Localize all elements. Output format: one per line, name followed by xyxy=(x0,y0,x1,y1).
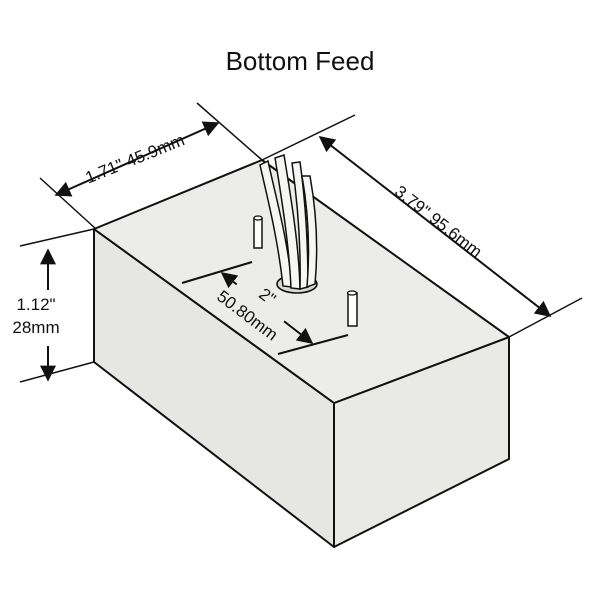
height-label-mm: 28mm xyxy=(12,318,59,337)
mounting-pin-left xyxy=(253,215,263,249)
length-label: 3.79" 95.6mm xyxy=(391,182,486,262)
height-label-in: 1.12" xyxy=(16,295,55,314)
diagram-title: Bottom Feed xyxy=(226,46,375,76)
mounting-pin-right xyxy=(346,290,358,327)
height-dimension: 1.12" 28mm xyxy=(2,228,95,383)
lead-wires xyxy=(259,154,318,290)
width-label: 1.71" 45.9mm xyxy=(83,130,188,187)
